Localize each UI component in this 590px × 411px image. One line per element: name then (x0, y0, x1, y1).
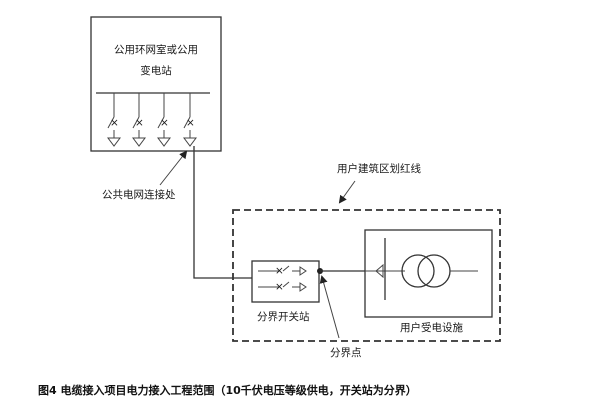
feeder-2: × (132, 93, 146, 147)
substation-title-line2: 变电站 (140, 64, 172, 77)
substation-box: 公用环网室或公用 变电站 (90, 16, 222, 152)
redline-boundary (232, 209, 501, 342)
svg-text:×: × (275, 265, 284, 277)
user-equipment-label: 用户受电设施 (400, 321, 463, 334)
substation-title-line1: 公用环网室或公用 (114, 43, 198, 56)
cable-terminal-icon (375, 263, 384, 279)
user-equipment-box (364, 229, 493, 318)
feeder-1: × (107, 93, 121, 147)
switch-station-box: × × (251, 260, 320, 303)
feeder-4: × (183, 93, 197, 147)
svg-text:×: × (110, 117, 119, 129)
demarcation-point-label: 分界点 (330, 347, 362, 359)
substation-feeders: × × × × (107, 93, 197, 147)
redline-arrow (338, 180, 356, 204)
demarcation-arrow (319, 275, 340, 339)
svg-text:×: × (275, 281, 284, 293)
switch-station-label: 分界开关站 (257, 310, 310, 323)
figure-caption: 图4 电缆接入项目电力接入工程范围（10千伏电压等级供电，开关站为分界） (38, 383, 417, 397)
transformer-icon-primary (401, 254, 435, 288)
cable-line (193, 146, 252, 279)
svg-text:×: × (135, 117, 144, 129)
public-connection-label: 公共电网连接处 (102, 188, 176, 201)
svg-text:×: × (186, 117, 195, 129)
public-connection-arrow (159, 150, 188, 186)
svg-text:×: × (160, 117, 169, 129)
redline-label: 用户建筑区划红线 (337, 162, 421, 175)
feeder-3: × (157, 93, 171, 147)
